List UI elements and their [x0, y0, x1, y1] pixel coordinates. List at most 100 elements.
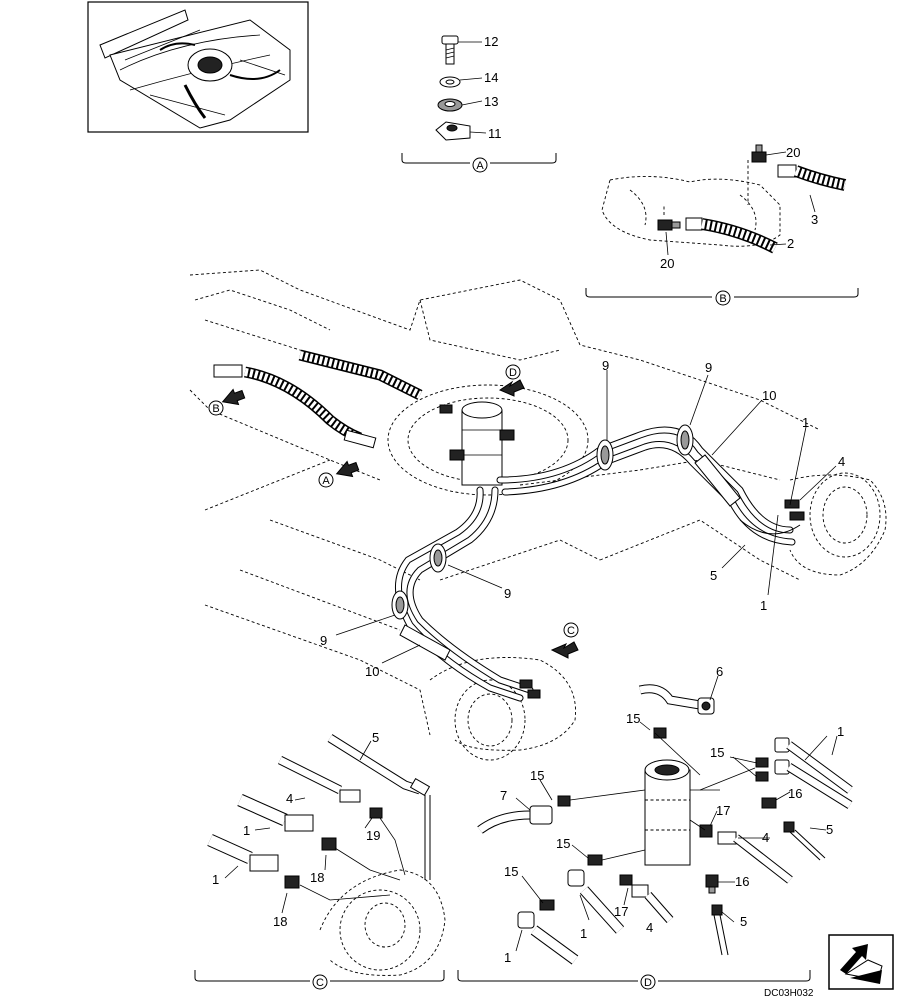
section-c-label: C [316, 977, 324, 989]
elbow-7[interactable] [477, 805, 553, 834]
callout-c-18a: 18 [310, 870, 324, 885]
callout-d-15e: 15 [504, 864, 518, 879]
callout-14: 14 [484, 70, 498, 85]
callout-d-16a: 16 [788, 786, 802, 801]
grommet-9-right-a[interactable] [596, 439, 614, 471]
section-b-marker [715, 290, 731, 306]
swivel-joint[interactable] [439, 401, 515, 486]
arrow-d[interactable]: D [498, 364, 525, 397]
washer-13[interactable] [437, 98, 463, 112]
callout-11: 11 [488, 126, 502, 141]
grommet-9-right-b[interactable] [676, 424, 694, 456]
callout-main-9d: 9 [320, 633, 327, 648]
arrow-c-label: C [567, 625, 575, 637]
hose-4-end[interactable] [339, 789, 361, 803]
protector-10-lower[interactable] [399, 624, 451, 661]
callout-c-19: 19 [366, 828, 380, 843]
grommet-9-lower-b[interactable] [391, 590, 409, 620]
swivel-body-d[interactable] [644, 759, 691, 866]
callout-b-3: 3 [811, 212, 818, 227]
callout-d-5a: 5 [826, 822, 833, 837]
fitting-17-b[interactable] [619, 874, 633, 886]
fitting-20-lower[interactable] [657, 219, 681, 231]
callout-d-7: 7 [500, 788, 507, 803]
main-assembly: B A D C 9 9 10 1 4 5 [189, 269, 887, 761]
fitting-15-b[interactable] [557, 795, 571, 807]
callout-d-6: 6 [716, 664, 723, 679]
fitting-20-upper[interactable] [751, 144, 767, 163]
excavator-undercarriage-thumbnail-icon [99, 9, 291, 129]
elbows-1-upper[interactable] [774, 737, 853, 809]
arrow-b-label: B [212, 403, 219, 415]
callout-d-15c: 15 [530, 768, 544, 783]
lock-washer-14[interactable] [439, 76, 461, 88]
detail-b: 20 3 2 20 B [585, 144, 859, 306]
fitting-15-d[interactable] [539, 899, 555, 911]
callout-c-18b: 18 [273, 914, 287, 929]
fitting-19[interactable] [369, 807, 383, 819]
arrow-c[interactable]: C [550, 622, 579, 659]
fitting-15-a[interactable] [653, 727, 667, 739]
detail-a: 12 14 13 11 A [401, 34, 557, 173]
fitting-6[interactable] [697, 697, 715, 715]
fitting-17-a[interactable] [699, 824, 713, 838]
hose-5-b[interactable] [711, 904, 729, 956]
right-fittings[interactable] [739, 499, 805, 535]
callout-c-4: 4 [286, 791, 293, 806]
hose-4-d[interactable] [717, 831, 793, 884]
callout-main-1b: 1 [760, 598, 767, 613]
fitting-16-a[interactable] [761, 797, 777, 809]
arrow-d-label: D [509, 367, 517, 379]
callout-c-1a: 1 [243, 823, 250, 838]
grommet-9-lower-a[interactable] [429, 543, 447, 573]
callout-d-1a: 1 [837, 724, 844, 739]
callout-d-17a: 17 [716, 803, 730, 818]
elbow-1-lower-a[interactable] [567, 869, 625, 934]
arrow-a[interactable]: A [318, 459, 360, 488]
callout-12: 12 [484, 34, 498, 49]
callout-main-10b: 10 [365, 664, 379, 679]
lower-fittings[interactable] [519, 679, 541, 699]
hose-2[interactable] [685, 217, 778, 254]
section-a-marker [472, 157, 488, 173]
left-hose-assembly[interactable] [213, 349, 423, 449]
callout-d-16b: 16 [735, 874, 749, 889]
callout-main-4: 4 [838, 454, 845, 469]
callout-b-20-lower: 20 [660, 256, 674, 271]
hose-1-end-lower[interactable] [249, 854, 279, 872]
fittings-15-pair[interactable] [755, 757, 769, 782]
hose-1-end-upper[interactable] [284, 814, 314, 832]
overview-thumbnail [87, 1, 309, 133]
detail-c: 5 4 1 19 1 18 18 C [194, 730, 446, 990]
hose-5-a[interactable] [783, 821, 826, 861]
callout-c-5: 5 [372, 730, 379, 745]
clamp-11[interactable] [435, 121, 471, 141]
page-turn-arrow-icon[interactable] [828, 934, 894, 990]
callout-13: 13 [484, 94, 498, 109]
fitting-18-upper[interactable] [321, 837, 337, 851]
section-d-label: D [644, 977, 652, 989]
section-d-marker [640, 974, 656, 990]
arrow-b[interactable]: B [208, 387, 246, 416]
section-c-marker [312, 974, 328, 990]
callout-main-5: 5 [710, 568, 717, 583]
callout-main-10a: 10 [762, 388, 776, 403]
protector-10-right[interactable] [694, 454, 741, 507]
fitting-16-b[interactable] [705, 874, 719, 894]
callout-main-1a: 1 [802, 415, 809, 430]
callout-main-9b: 9 [705, 360, 712, 375]
pipe-5-fitting[interactable] [409, 777, 431, 880]
section-b-label: B [719, 293, 726, 305]
callout-d-15a: 15 [626, 711, 640, 726]
bolt-12[interactable] [441, 35, 459, 65]
elbow-1-lower-b[interactable] [517, 911, 579, 965]
hose-4-d-lower[interactable] [631, 884, 674, 923]
fitting-15-c[interactable] [587, 854, 603, 866]
callout-d-15d: 15 [556, 836, 570, 851]
callout-d-17b: 17 [614, 904, 628, 919]
callout-b-20-upper: 20 [786, 145, 800, 160]
hose-3[interactable] [777, 164, 847, 191]
callout-d-1c: 1 [504, 950, 511, 965]
fitting-18-lower[interactable] [284, 875, 300, 889]
callout-main-9c: 9 [504, 586, 511, 601]
